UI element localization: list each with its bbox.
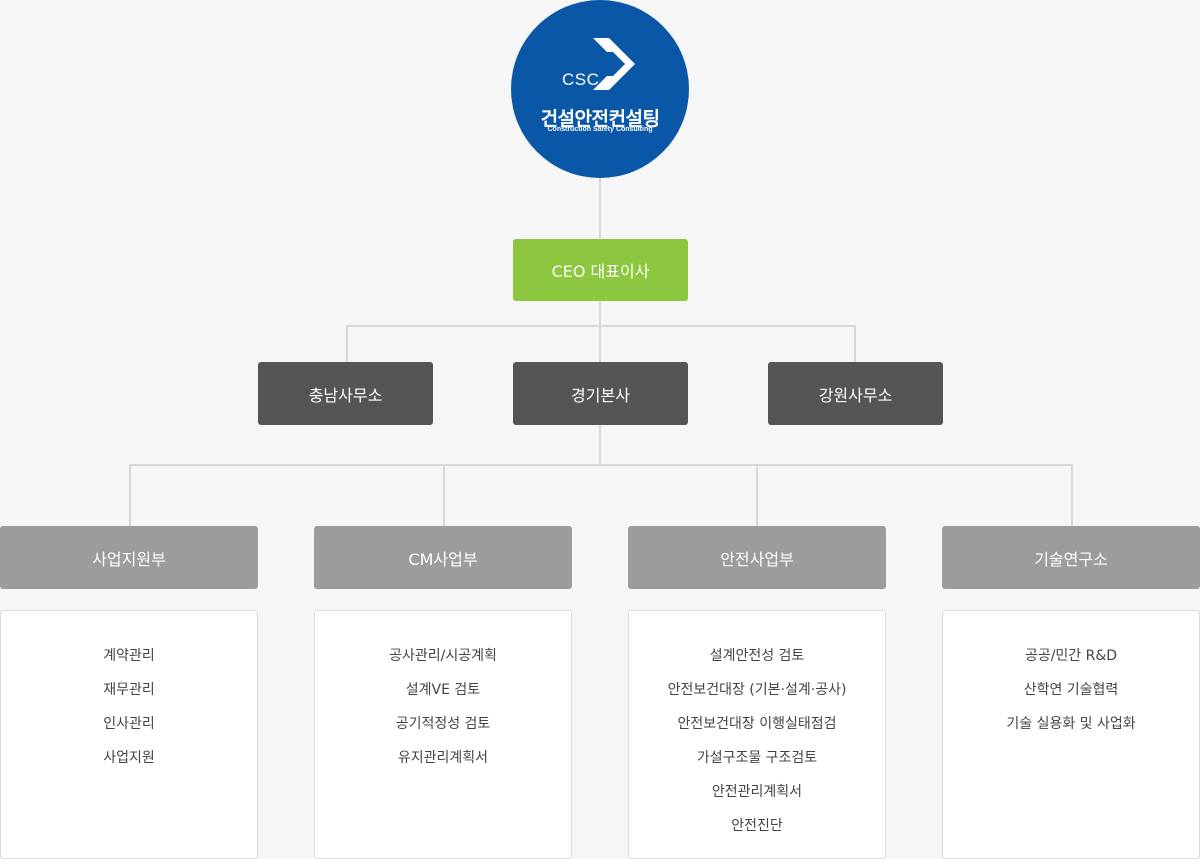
- connector-dept-1: [129, 464, 131, 526]
- dept-card-research-institute: 공공/민간 R&D 산학연 기술협력 기술 실용화 및 사업화: [942, 610, 1200, 859]
- list-item: 공기적정성 검토: [395, 716, 491, 732]
- list-item: 안전보건대장 (기본·설계·공사): [667, 682, 847, 698]
- list-item: 안전관리계획서: [711, 784, 803, 800]
- list-item: 가설구조물 구조검토: [696, 750, 818, 766]
- list-item: 설계VE 검토: [405, 682, 481, 698]
- dept-business-support: 사업지원부: [0, 526, 258, 589]
- dept-card-cm: 공사관리/시공계획 설계VE 검토 공기적정성 검토 유지관리계획서: [314, 610, 572, 859]
- list-item: 설계안전성 검토: [709, 648, 805, 664]
- connector-dept-4: [1071, 464, 1073, 526]
- dept-card-safety: 설계안전성 검토 안전보건대장 (기본·설계·공사) 안전보건대장 이행실태점검…: [628, 610, 886, 859]
- dept-cm: CM사업부: [314, 526, 572, 589]
- office-chungnam: 충남사무소: [258, 362, 433, 425]
- connector-ceo-offices: [599, 301, 601, 362]
- connector-hq-depts: [599, 425, 601, 466]
- ceo-box: CEO 대표이사: [513, 239, 688, 301]
- list-item: 인사관리: [103, 716, 155, 732]
- list-item: 유지관리계획서: [397, 750, 489, 766]
- connector-depts-horizontal: [129, 464, 1073, 466]
- list-item: 안전진단: [731, 818, 783, 834]
- list-item: 재무관리: [103, 682, 155, 698]
- list-item: 계약관리: [103, 648, 155, 664]
- logo-csc-text: CSC: [562, 70, 600, 89]
- dept-safety: 안전사업부: [628, 526, 886, 589]
- list-item: 사업지원: [103, 750, 155, 766]
- dept-research-institute: 기술연구소: [942, 526, 1200, 589]
- dept-card-business-support: 계약관리 재무관리 인사관리 사업지원: [0, 610, 258, 859]
- connector-office-left: [346, 325, 348, 362]
- logo-english-name: Construction Safety Consulting: [547, 126, 653, 133]
- office-gangwon: 강원사무소: [768, 362, 943, 425]
- logo-korean-name: 건설안전컨설팅: [540, 108, 660, 130]
- office-gyeonggi-hq: 경기본사: [513, 362, 688, 425]
- connector-logo-ceo: [599, 178, 601, 239]
- list-item: 산학연 기술협력: [1023, 682, 1119, 698]
- list-item: 안전보건대장 이행실태점검: [677, 716, 837, 732]
- connector-offices-horizontal: [346, 325, 856, 327]
- company-logo: CSC 건설안전컨설팅 Construction Safety Consulti…: [511, 0, 689, 178]
- csc-logo-mark-icon: [593, 38, 635, 90]
- connector-office-right: [854, 325, 856, 362]
- connector-dept-2: [443, 464, 445, 526]
- list-item: 공사관리/시공계획: [389, 648, 497, 664]
- list-item: 공공/민간 R&D: [1024, 648, 1118, 664]
- list-item: 기술 실용화 및 사업화: [1006, 716, 1136, 732]
- connector-dept-3: [756, 464, 758, 526]
